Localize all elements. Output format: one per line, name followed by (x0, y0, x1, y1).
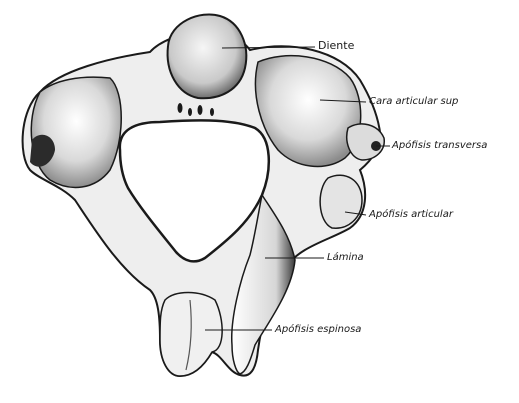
label-apofisis-transversa: Apófisis transversa (392, 140, 487, 152)
label-cara-articular-sup: Cara articular sup (369, 96, 458, 108)
dens (168, 14, 247, 98)
label-apofisis-articular: Apófisis articular (369, 209, 453, 221)
label-lamina: Lámina (327, 252, 364, 264)
left-lateral-mass (31, 77, 121, 187)
label-apofisis-espinosa: Apófisis espinosa (275, 324, 361, 336)
label-diente: Diente (318, 40, 354, 52)
